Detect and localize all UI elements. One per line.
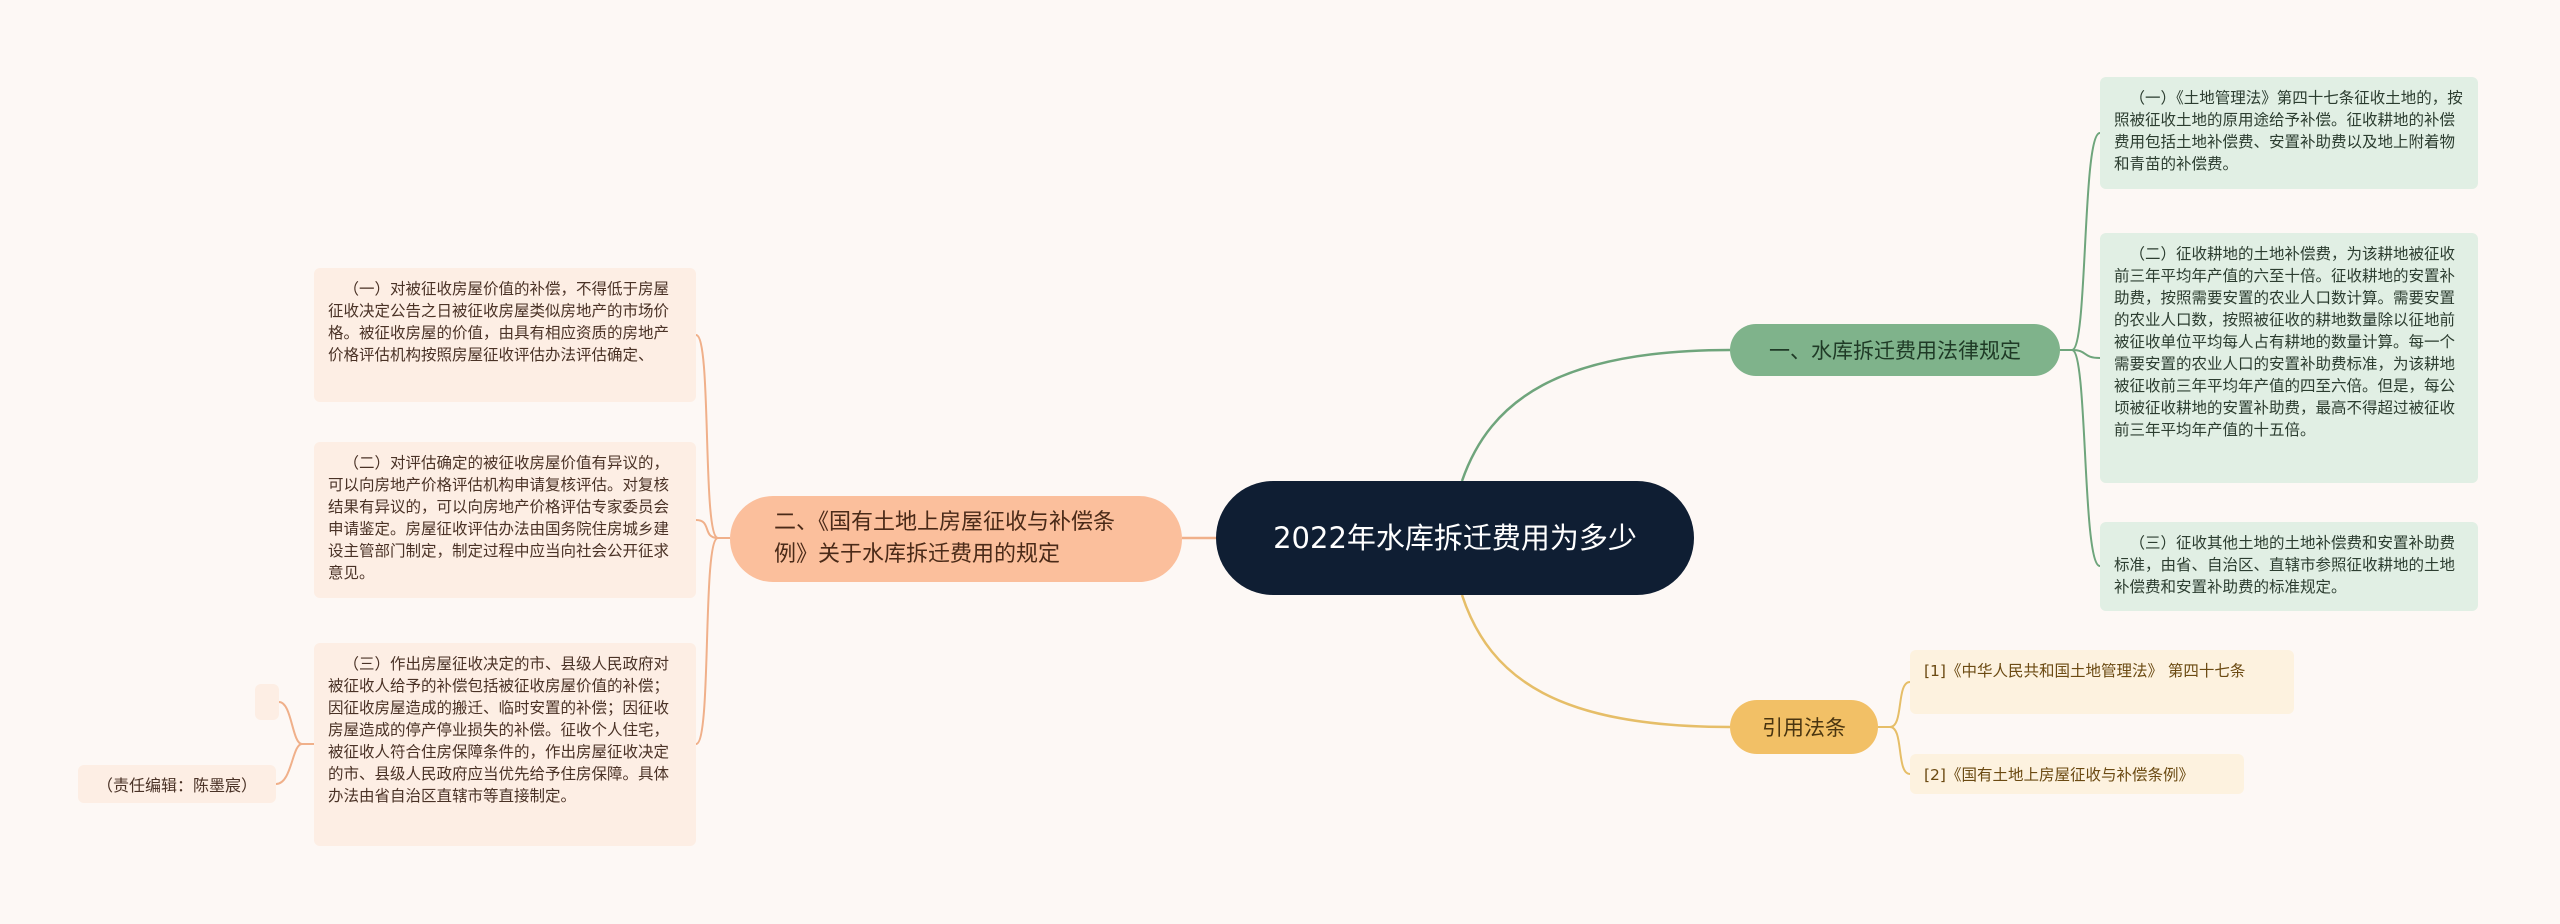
regulation-item-3[interactable]: （三）作出房屋征收决定的市、县级人民政府对被征收人给予的补偿包括被征收房屋价值的… [314,643,696,846]
link-citation-1 [1878,681,1911,728]
link-law-item-3 [2060,349,2101,567]
branch-citations[interactable]: 引用法条 [1730,700,1878,754]
citation-item-2[interactable]: [2]《国有土地上房屋征收与补偿条例》 [1910,754,2244,794]
regulation-item-2[interactable]: （二）对评估确定的被征收房屋价值有异议的，可以向房地产价格评估机构申请复核评估。… [314,442,696,598]
link-citation-2 [1878,726,1911,775]
link-reg-item3-blank [278,701,314,745]
link-reg-item-3 [695,537,730,745]
link-root-citations [1460,594,1731,729]
link-reg-item3-editor [275,743,314,785]
law-item-1[interactable]: （一）《土地管理法》第四十七条征收土地的，按照被征收土地的原用途给予补偿。征收耕… [2100,77,2478,189]
link-reg-item-1 [695,334,730,539]
editor-note[interactable]: （责任编辑：陈墨宸） [78,765,276,803]
law-item-2[interactable]: （二）征收耕地的土地补偿费，为该耕地被征收前三年平均年产值的六至十倍。征收耕地的… [2100,233,2478,483]
empty-node[interactable] [255,684,279,720]
citation-item-1[interactable]: [1]《中华人民共和国土地管理法》 第四十七条 [1910,650,2294,714]
link-law-item-2 [2060,349,2101,359]
root-topic[interactable]: 2022年水库拆迁费用为多少 [1216,481,1694,595]
branch-regulation[interactable]: 二、《国有土地上房屋征收与补偿条例》关于水库拆迁费用的规定 [730,496,1182,582]
link-law-item-1 [2060,132,2101,351]
law-item-3[interactable]: （三）征收其他土地的土地补偿费和安置补助费标准，由省、自治区、直辖市参照征收耕地… [2100,522,2478,611]
link-root-law [1460,348,1731,482]
regulation-item-1[interactable]: （一）对被征收房屋价值的补偿，不得低于房屋征收决定公告之日被征收房屋类似房地产的… [314,268,696,402]
branch-law[interactable]: 一、水库拆迁费用法律规定 [1730,324,2060,376]
